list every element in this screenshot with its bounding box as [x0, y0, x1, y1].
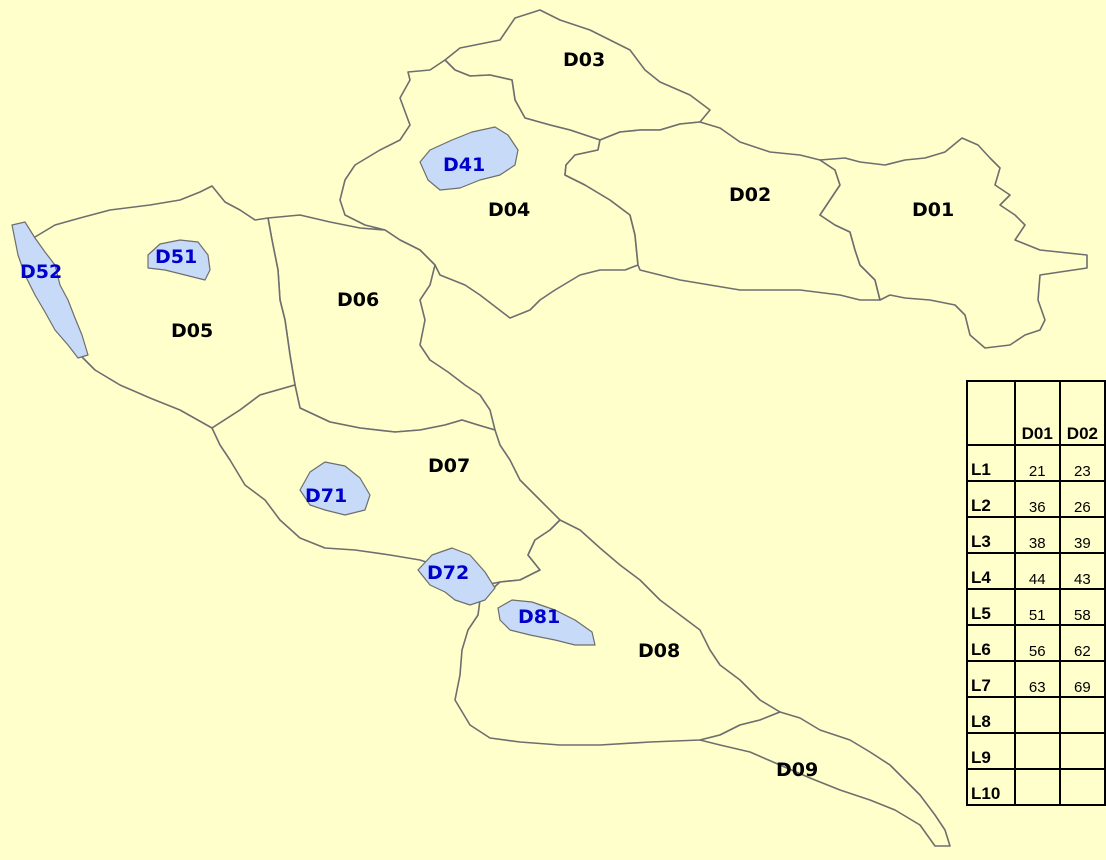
- region-label-d03: D03: [563, 49, 605, 71]
- region-label-d02: D02: [729, 184, 771, 206]
- table-cell: [1013, 696, 1061, 734]
- region-d01[interactable]: [819, 137, 1088, 349]
- table-row: L5 51 58: [966, 588, 1106, 626]
- zone-label-d52: D52: [20, 261, 62, 283]
- level-table: D01 D02 L1 21 23 L2 36 26 L3 38 39 L4: [966, 380, 1106, 806]
- table-cell: 43: [1058, 552, 1106, 590]
- table-row: L8: [966, 696, 1106, 734]
- region-label-d08: D08: [638, 640, 680, 662]
- row-header: L1: [966, 444, 1016, 482]
- table-cell: 36: [1013, 480, 1061, 518]
- row-header: L9: [966, 732, 1016, 770]
- zone-label-d72: D72: [427, 562, 469, 584]
- table-cell: 39: [1058, 516, 1106, 554]
- region-map: D03 D04 D02 D01 D06 D05 D07 D08 D09 D41 …: [11, 9, 1088, 847]
- row-header: L5: [966, 588, 1016, 626]
- region-label-d07: D07: [428, 455, 470, 477]
- table-row: L6 56 62: [966, 624, 1106, 662]
- zone-label-d71: D71: [305, 485, 347, 507]
- table-cell: 69: [1058, 660, 1106, 698]
- table-cell: 23: [1058, 444, 1106, 482]
- table-cell: 21: [1013, 444, 1061, 482]
- region-label-d06: D06: [337, 289, 379, 311]
- table-row: L3 38 39: [966, 516, 1106, 554]
- row-header: L10: [966, 768, 1016, 806]
- column-header-d02: D02: [1058, 380, 1106, 446]
- row-header: L8: [966, 696, 1016, 734]
- table-cell: 44: [1013, 552, 1061, 590]
- table-cell: 63: [1013, 660, 1061, 698]
- table-row: L1 21 23: [966, 444, 1106, 482]
- table-cell: [1058, 732, 1106, 770]
- table-row: L7 63 69: [966, 660, 1106, 698]
- table-cell: 58: [1058, 588, 1106, 626]
- zone-d81[interactable]: [497, 599, 596, 646]
- region-label-d04: D04: [488, 199, 530, 221]
- level-table-container: D01 D02 L1 21 23 L2 36 26 L3 38 39 L4: [966, 380, 1106, 860]
- row-header: L2: [966, 480, 1016, 518]
- table-cell: [1058, 768, 1106, 806]
- zone-label-d41: D41: [443, 154, 485, 176]
- zone-d41[interactable]: [419, 126, 519, 191]
- table-row: L4 44 43: [966, 552, 1106, 590]
- zone-label-d81: D81: [518, 606, 560, 628]
- table-cell: 56: [1013, 624, 1061, 662]
- zone-label-d51: D51: [155, 246, 197, 268]
- table-cell: 26: [1058, 480, 1106, 518]
- region-d09[interactable]: [699, 711, 951, 847]
- row-header: L7: [966, 660, 1016, 698]
- row-header: L3: [966, 516, 1016, 554]
- zone-d52[interactable]: [11, 221, 89, 359]
- table-cell: [1013, 732, 1061, 770]
- row-header: L6: [966, 624, 1016, 662]
- table-cell: 38: [1013, 516, 1061, 554]
- region-label-d01: D01: [912, 199, 954, 221]
- table-cell: [1058, 696, 1106, 734]
- zone-d72[interactable]: [417, 547, 496, 606]
- zone-d71[interactable]: [299, 461, 371, 516]
- region-d05[interactable]: [29, 185, 296, 429]
- table-row: L9: [966, 732, 1106, 770]
- table-row: L2 36 26: [966, 480, 1106, 518]
- table-cell: 62: [1058, 624, 1106, 662]
- region-label-d05: D05: [171, 320, 213, 342]
- region-label-d09: D09: [776, 759, 818, 781]
- zone-d51[interactable]: [147, 239, 211, 281]
- table-header-row: D01 D02: [966, 380, 1106, 446]
- column-header-d01: D01: [1013, 380, 1061, 446]
- table-cell: [1013, 768, 1061, 806]
- table-row: L10: [966, 768, 1106, 806]
- row-header: L4: [966, 552, 1016, 590]
- table-cell: 51: [1013, 588, 1061, 626]
- table-corner-cell: [966, 380, 1016, 446]
